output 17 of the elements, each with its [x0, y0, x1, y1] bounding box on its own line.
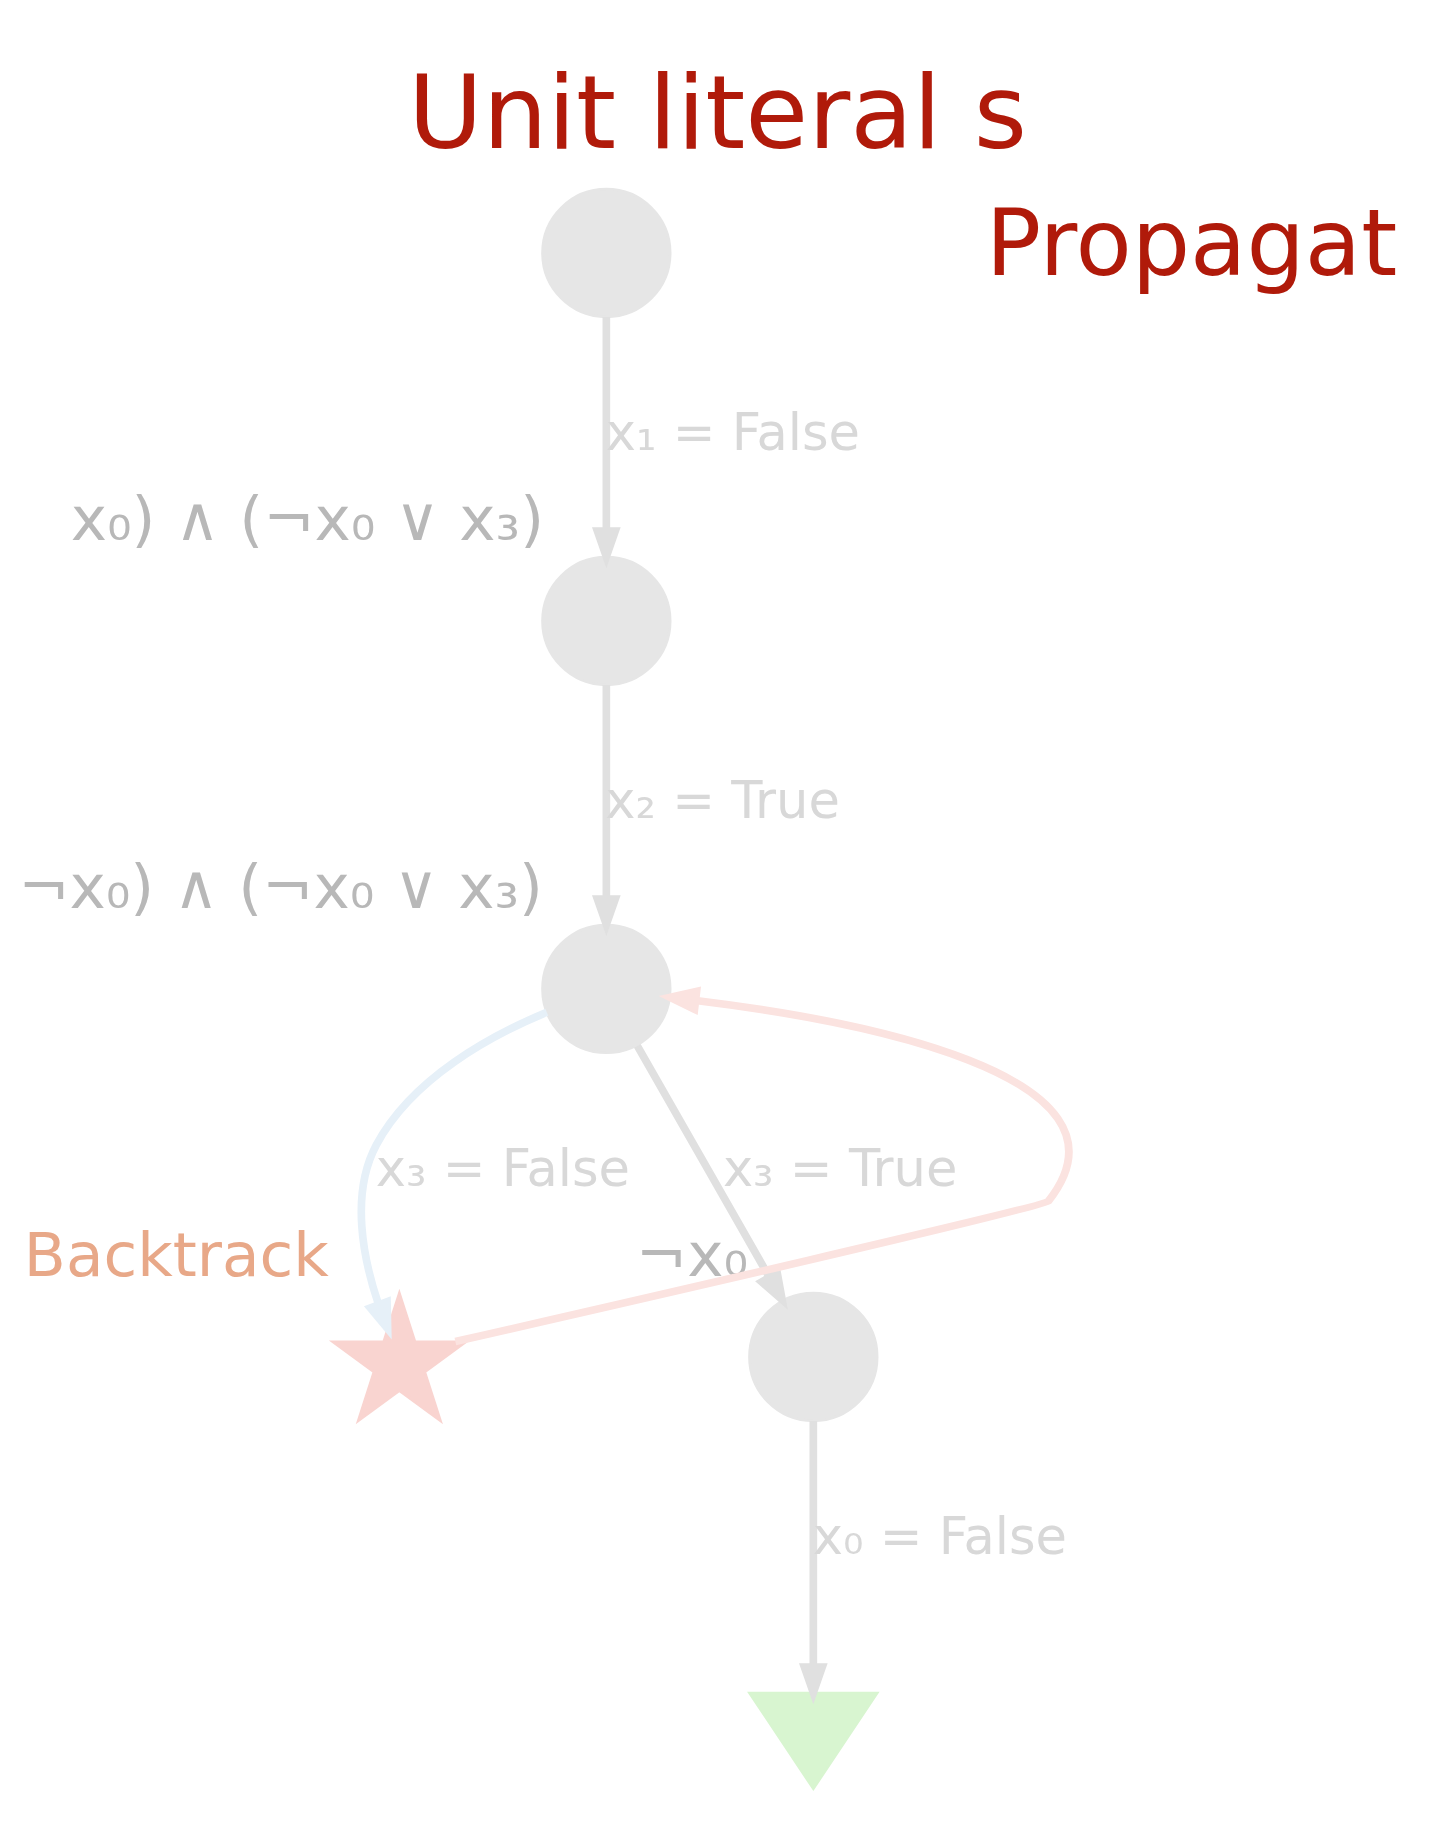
node-label: Backtrack	[23, 1218, 329, 1290]
node-circle	[748, 1291, 879, 1423]
arrow	[357, 1008, 549, 1340]
node-label: ¬x₀) ∧ (¬x₀ ∨ x₃)	[18, 850, 543, 922]
node-label: x₀) ∧ (¬x₀ ∨ x₃)	[70, 482, 545, 554]
arrow	[454, 986, 1072, 1346]
node-label: ¬x₀	[635, 1218, 749, 1290]
node-circle	[541, 555, 672, 687]
arrow	[634, 1043, 788, 1310]
arrow	[592, 317, 621, 569]
arrow	[798, 1421, 828, 1705]
node-picture	[747, 1691, 880, 1792]
node-circle	[541, 923, 672, 1055]
arrow	[592, 685, 621, 937]
label: Propagat	[985, 190, 1398, 298]
node-circle	[541, 187, 672, 319]
diagram-title: Unit literal s	[407, 53, 1028, 173]
